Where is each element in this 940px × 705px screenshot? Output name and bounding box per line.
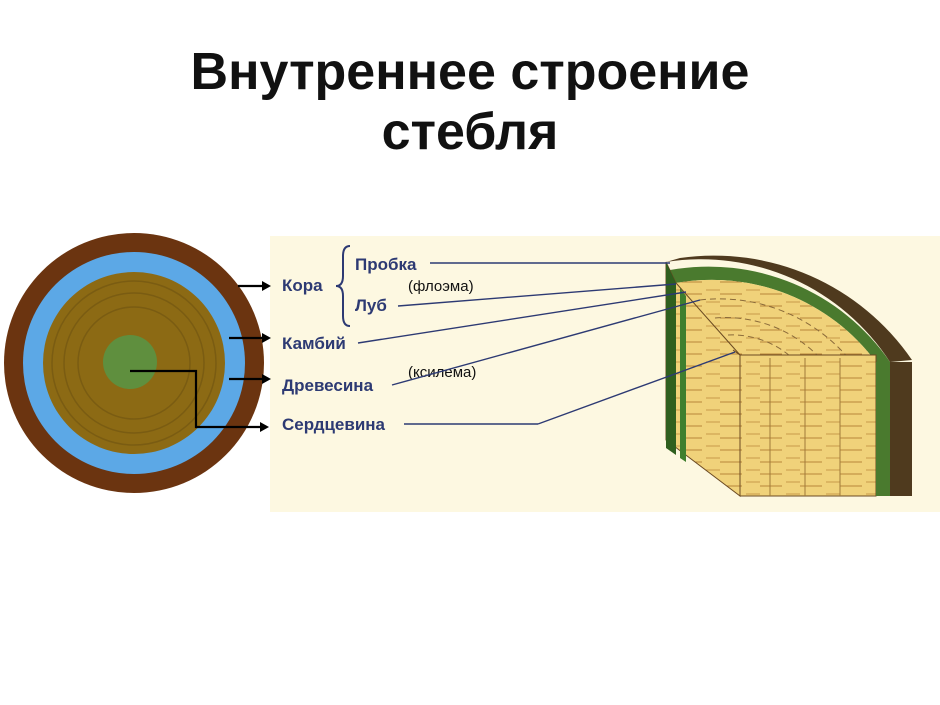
title-line-1: Внутреннее строение [190, 43, 750, 101]
arrowhead-serdcevina [260, 422, 269, 432]
arrow-serdcevina [130, 369, 260, 429]
leader-lub [397, 283, 677, 307]
leader-lines [357, 262, 736, 425]
pointer-arrows [130, 284, 262, 429]
leader-serdcevina-b [537, 351, 736, 425]
label-kambiy: Камбий [282, 334, 346, 353]
wedge-front-face [739, 354, 877, 497]
leader-drevesina [391, 299, 701, 386]
label-lub: Луб [355, 296, 387, 315]
label-kora: Кора [282, 276, 323, 295]
arrowhead-kambiy [262, 333, 271, 343]
label-drevesina: Древесина [282, 376, 374, 395]
note-floema: (флоэма) [408, 278, 474, 295]
title-line-2: стебля [381, 103, 559, 161]
note-ksilema: (ксилема) [408, 364, 476, 381]
pith-core [103, 335, 157, 389]
arrowhead-drevesina [262, 374, 271, 384]
arrowhead-kora [262, 281, 271, 291]
stem-cross-section [4, 233, 264, 493]
growth-ring-3 [77, 306, 191, 420]
leader-kambiy [357, 291, 687, 344]
wedge-wood-top [676, 279, 876, 362]
growth-ring-2 [63, 292, 205, 434]
wedge-phloem-top [670, 266, 890, 362]
kora-bracket [335, 245, 351, 327]
growth-ring-1 [51, 280, 217, 446]
page-title: Внутреннее строение стебля [0, 42, 940, 162]
label-serdcevina: Сердцевина [282, 415, 386, 434]
wedge-bark-top [666, 255, 912, 362]
label-probka: Пробка [355, 255, 417, 274]
stem-wedge-illustration [665, 255, 912, 498]
